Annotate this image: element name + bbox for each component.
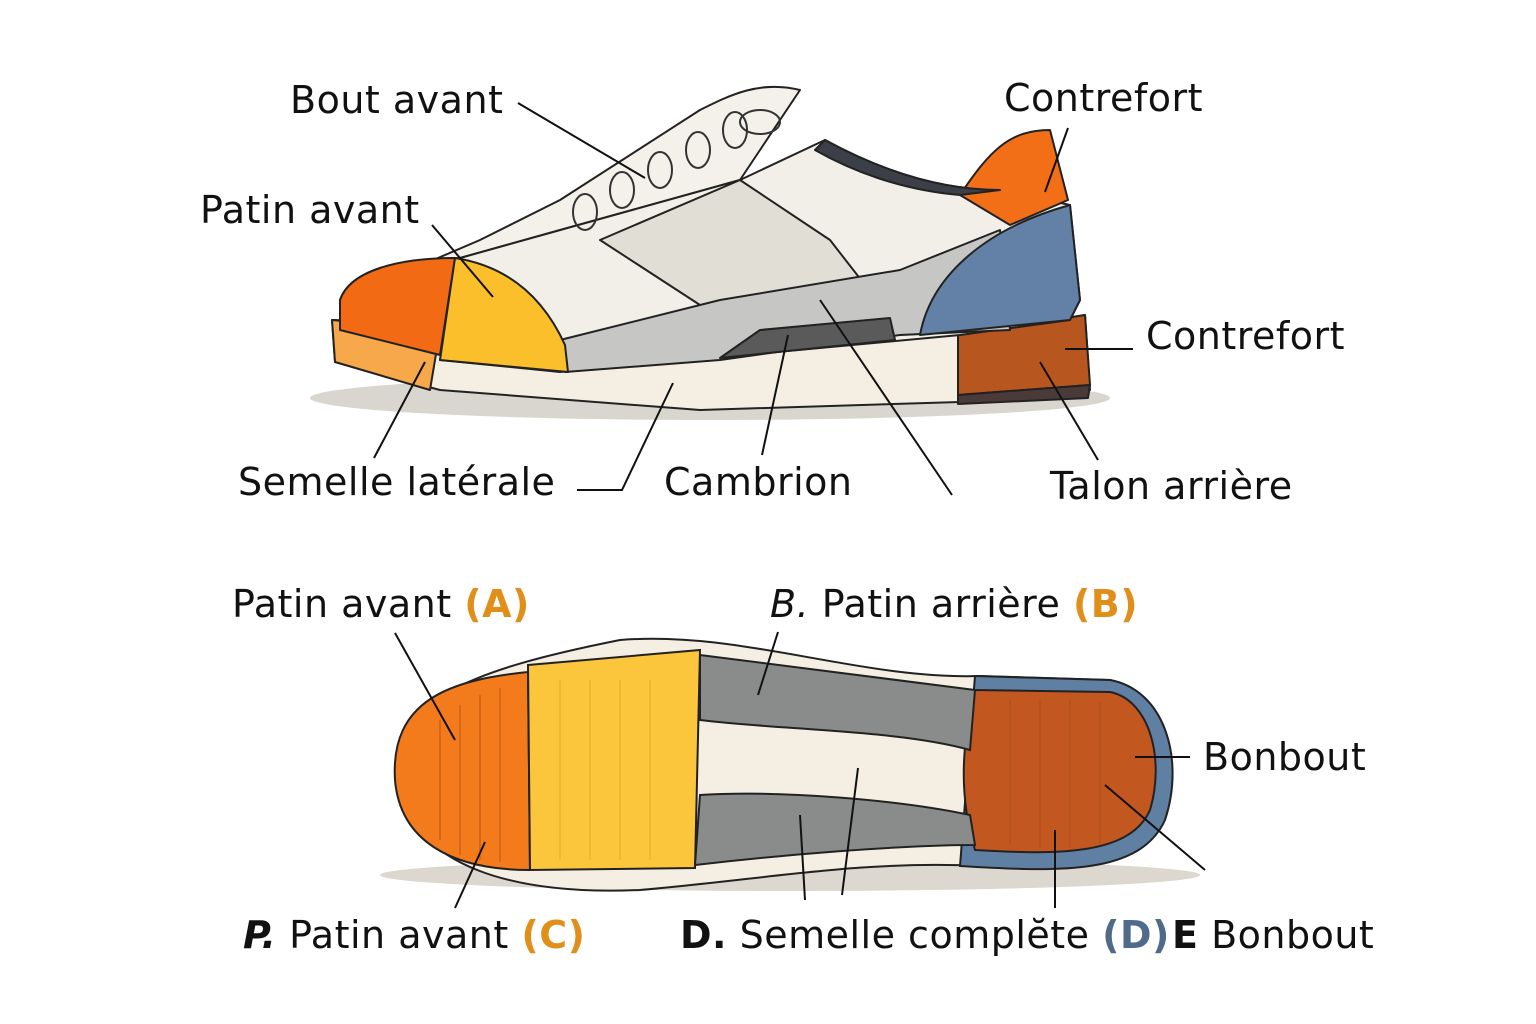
letter-b: (B)	[1072, 582, 1139, 626]
label-patin-avant-c: P. Patin avant (C)	[243, 913, 585, 957]
label-patin-avant-side: Patin avant	[200, 188, 420, 232]
prefix-e: E	[1172, 913, 1199, 957]
label-contrefort-right: Contrefort	[1146, 314, 1346, 358]
heel-counter-blue	[919, 204, 1081, 336]
label-text: Bonbout	[1211, 913, 1375, 957]
laces	[572, 109, 781, 231]
label-semelle-laterale: Semelle latérale	[238, 460, 556, 504]
toe-yellow	[439, 257, 569, 373]
sole-view	[380, 637, 1200, 892]
yellow-forefoot	[526, 648, 702, 872]
tread-lines	[439, 688, 1101, 862]
shank-grey	[719, 317, 896, 359]
letter-a: (A)	[464, 582, 530, 626]
sole-leader-lines	[394, 631, 1206, 909]
label-semelle-complete: D. Semelle complĕte (D)	[680, 913, 1170, 957]
label-bonbout-right: Bonbout	[1203, 735, 1367, 779]
semelle-grey	[693, 792, 977, 867]
grey-overlay	[559, 229, 1011, 373]
label-patin-avant-a: Patin avant (A)	[232, 582, 530, 626]
label-text: Patin arrière	[821, 582, 1061, 626]
prefix-p: P.	[243, 913, 277, 957]
bonbout-area	[962, 688, 1157, 854]
label-patin-arriere-b: B. Patin arrière (B)	[770, 582, 1138, 626]
label-contrefort-top: Contrefort	[1004, 76, 1204, 120]
letter-c: (C)	[521, 913, 586, 957]
letter-d: (D)	[1102, 913, 1170, 957]
collar	[814, 139, 1001, 196]
prefix-d: D.	[680, 913, 727, 957]
prefix-b: B.	[770, 582, 810, 626]
label-cambrion: Cambrion	[664, 460, 853, 504]
patin-arriere-b	[699, 653, 977, 752]
label-text: Patin avant	[232, 582, 452, 626]
label-text: Semelle complĕte	[739, 913, 1090, 957]
label-bout-avant: Bout avant	[290, 78, 504, 122]
label-text: Patin avant	[289, 913, 509, 957]
side-view-shoe	[310, 85, 1110, 420]
heel-counter-orange	[959, 129, 1069, 226]
label-talon-arriere: Talon arrière	[1050, 464, 1293, 508]
label-bonbout-bottom: E Bonbout	[1172, 913, 1374, 957]
side-leader-lines	[373, 102, 1133, 496]
front-patin-a	[393, 670, 532, 872]
